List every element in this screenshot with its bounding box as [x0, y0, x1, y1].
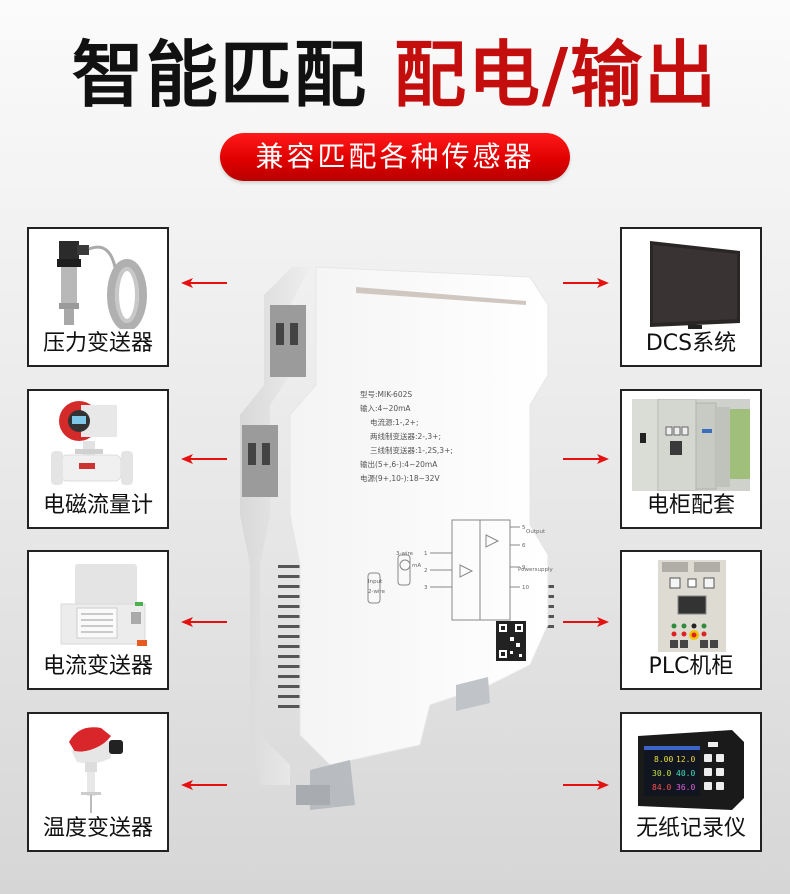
diagram-ma-label: mA	[412, 563, 421, 569]
svg-text:36.0: 36.0	[676, 783, 695, 792]
arrow-left-icon	[181, 780, 227, 790]
output-label: DCS系统	[645, 331, 737, 356]
input-label: 电流变送器	[42, 654, 153, 679]
terminal-6: 6	[522, 543, 526, 549]
arrow-left-icon	[181, 454, 227, 464]
pressure-transmitter-image	[57, 241, 147, 329]
terminal-10: 10	[522, 585, 529, 591]
output-label: 电柜配套	[646, 493, 735, 518]
qr-code-icon	[496, 621, 526, 661]
terminal-3: 3	[424, 585, 428, 591]
paperless-recorder-image: 8.00 12.0 30.0 40.0 84.0 36.0	[638, 730, 744, 810]
input-label: 压力变送器	[42, 331, 153, 356]
monitor-image	[650, 241, 740, 329]
diagram-2wire-label: 2-wire	[368, 589, 386, 595]
svg-text:8.00: 8.00	[654, 755, 673, 764]
wiring-diagram	[367, 519, 520, 621]
arrow-right-icon	[563, 780, 609, 790]
spec-three-wire: 三线制变送器:1-,2S,3+;	[370, 445, 453, 455]
terminal-5: 5	[522, 525, 526, 531]
headline-red: 配电/输出	[393, 33, 719, 117]
terminal-2: 2	[424, 568, 428, 574]
diagram-input-label: Input	[368, 579, 383, 585]
diagram-3wire-label: 3-wire	[396, 551, 414, 557]
signal-isolator-device: 型号:MIK-602S 输入:4~20mA 电流源:1-,2+; 两线制变送器:…	[240, 266, 554, 810]
input-card-pressure: 压力变送器	[27, 227, 169, 367]
input-card-temperature: 温度变送器	[27, 712, 169, 852]
current-transmitter-image	[60, 564, 147, 646]
temperature-transmitter-image	[69, 727, 123, 813]
electrical-cabinet-image	[632, 399, 750, 491]
subtitle-pill: 兼容匹配各种传感器	[220, 133, 570, 181]
spec-output: 输出(5+,6-):4~20mA	[360, 459, 438, 469]
spec-model: 型号:MIK-602S	[360, 390, 412, 399]
output-card-dcs: DCS系统	[620, 227, 762, 367]
headline-black: 智能匹配	[71, 33, 368, 117]
arrow-right-icon	[563, 617, 609, 627]
spec-two-wire: 两线制变送器:2-,3+;	[370, 431, 441, 441]
output-card-plc: PLC机柜	[620, 550, 762, 690]
input-card-current: 电流变送器	[27, 550, 169, 690]
input-card-flowmeter: 电磁流量计	[27, 389, 169, 529]
output-label: PLC机柜	[648, 654, 734, 679]
output-card-cabinet: 电柜配套	[620, 389, 762, 529]
spec-input: 输入:4~20mA	[360, 403, 411, 413]
plc-cabinet-image	[658, 560, 726, 652]
svg-text:84.0: 84.0	[652, 783, 671, 792]
input-label: 电磁流量计	[42, 493, 153, 518]
diagram-power-label: Powersupply	[518, 567, 553, 573]
output-label: 无纸记录仪	[635, 816, 746, 841]
svg-text:30.0: 30.0	[652, 769, 671, 778]
terminal-1: 1	[424, 551, 428, 557]
arrow-left-icon	[181, 278, 227, 288]
electromagnetic-flowmeter-image	[51, 401, 133, 485]
arrow-right-icon	[563, 454, 609, 464]
headline: 智能匹配配电/输出	[0, 30, 790, 120]
spec-current-source: 电流源:1-,2+;	[370, 417, 418, 427]
input-label: 温度变送器	[42, 816, 153, 841]
svg-text:12.0: 12.0	[676, 755, 695, 764]
arrow-right-icon	[563, 278, 609, 288]
diagram-output-label: Output	[526, 529, 546, 535]
svg-text:40.0: 40.0	[676, 769, 695, 778]
spec-power: 电源(9+,10-):18~32V	[360, 473, 440, 483]
arrow-left-icon	[181, 617, 227, 627]
output-card-recorder: 8.00 12.0 30.0 40.0 84.0 36.0 无纸记录仪	[620, 712, 762, 852]
terminal-9: 9	[522, 565, 526, 571]
